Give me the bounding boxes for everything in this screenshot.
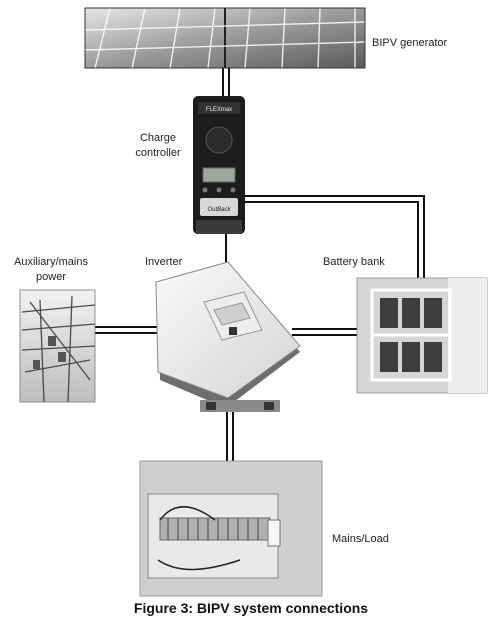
distribution-board-photo — [139, 460, 323, 597]
utility-pole-photo — [19, 289, 96, 403]
auxiliary-power-label: Auxiliary/mains power — [6, 255, 96, 285]
connection-wires — [95, 68, 425, 461]
controller-brand-text: FLEXmax — [206, 107, 232, 113]
battery-bank-label: Battery bank — [323, 256, 385, 268]
charge-controller-label: Charge controller — [128, 131, 188, 161]
charge-controller-device — [193, 96, 245, 234]
inverter-label: Inverter — [145, 256, 183, 268]
mains-load-label: Mains/Load — [332, 533, 389, 545]
charge-controller-label-line1: Charge — [139, 132, 177, 144]
battery-bank-photo — [356, 277, 488, 394]
inverter-device — [155, 261, 301, 412]
figure-caption: Figure 3: BIPV system connections — [133, 600, 369, 616]
bipv-generator-label: BIPV generator — [372, 37, 448, 49]
controller-logo-text: OutBack — [207, 207, 231, 213]
auxiliary-power-label-line2: power — [36, 271, 66, 283]
solar-panel-array — [84, 7, 366, 69]
charge-controller-label-line2: controller — [135, 147, 181, 159]
auxiliary-power-label-line1: Auxiliary/mains — [14, 256, 88, 268]
